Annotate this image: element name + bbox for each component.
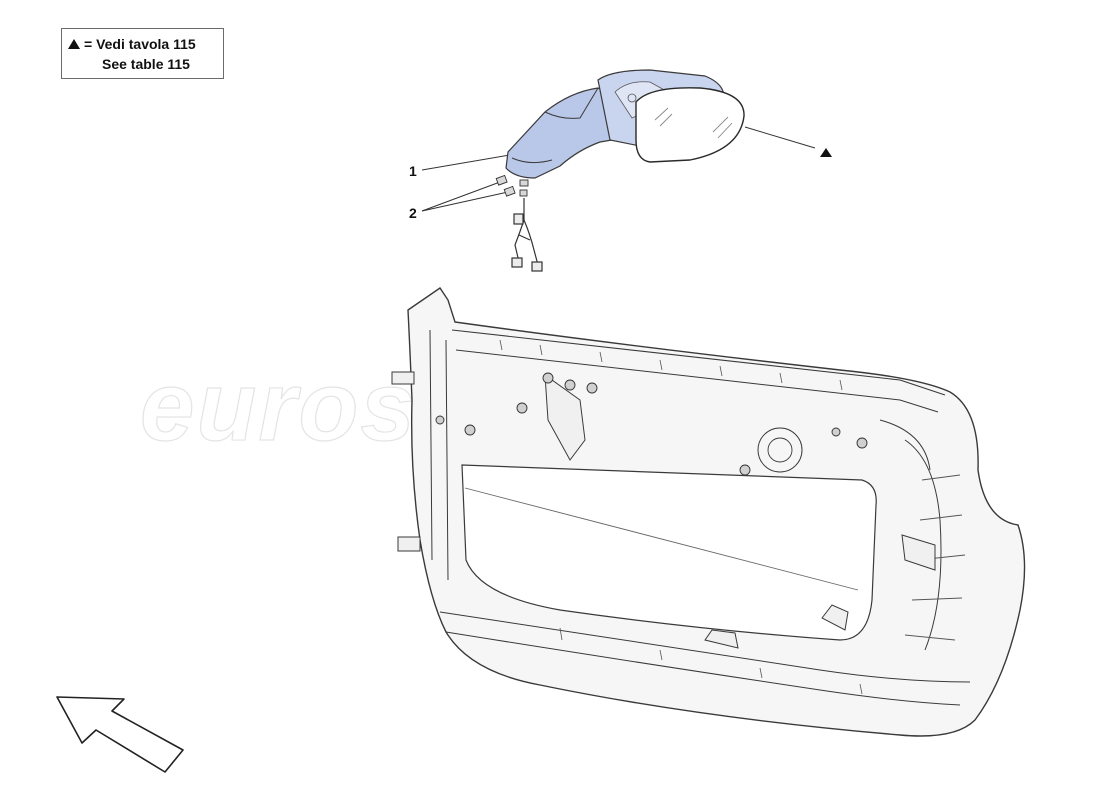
leader-line-2b	[421, 191, 509, 212]
door-top-rail	[451, 329, 946, 396]
triangle-marker-icon	[68, 39, 80, 49]
legend-text-english: See table 115	[102, 56, 190, 72]
door-top-rail-lower	[455, 349, 939, 413]
mirror-base-edge-lower	[511, 157, 553, 164]
door-inner-opening	[461, 464, 877, 641]
leader-lines	[421, 126, 816, 212]
mirror-glass	[635, 87, 745, 163]
hinge-bracket-lower	[397, 536, 421, 552]
door-rear-frame	[904, 439, 942, 651]
clips-part-2	[495, 174, 529, 197]
legend-equals: =	[84, 36, 93, 52]
leader-line-ref	[744, 126, 816, 149]
lower-bracket	[704, 629, 739, 649]
hinge-bracket-upper	[391, 371, 415, 385]
door-hinge-pillar	[429, 329, 449, 581]
clip-icon	[495, 174, 508, 186]
reference-triangle-icon	[820, 148, 832, 157]
bolt-icon	[739, 464, 751, 476]
mirror-base-edge	[544, 87, 599, 119]
housing-screw-icon	[627, 93, 637, 103]
rear-reinforcement-slats	[904, 474, 966, 641]
door-bolts	[435, 372, 868, 476]
door-lower-sill-inner	[439, 611, 971, 683]
bolt-icon	[516, 402, 528, 414]
wiring-harness	[511, 198, 543, 272]
bolt-icon	[831, 427, 841, 437]
legend-line-italian: = Vedi tavola 115	[68, 36, 196, 52]
bolt-icon	[435, 415, 445, 425]
mirror-assembly	[505, 69, 745, 179]
speaker-mount	[757, 427, 803, 473]
window-regulator-bracket	[544, 373, 586, 461]
connector-icon	[513, 213, 524, 225]
clip-icon	[503, 185, 516, 197]
bolt-icon	[586, 382, 598, 394]
door-frame	[391, 287, 1026, 737]
clip-icon	[519, 189, 528, 197]
lower-bracket	[821, 604, 849, 631]
callout-2-label: 2	[409, 205, 417, 221]
clip-icon	[519, 179, 529, 187]
bolt-icon	[542, 372, 554, 384]
connector-icon	[531, 261, 543, 272]
legend-box: = Vedi tavola 115 See table 115	[61, 28, 224, 79]
rail-clips	[499, 339, 863, 695]
leader-line-1	[421, 154, 511, 171]
bolt-icon	[464, 424, 476, 436]
glass-reflection-lines	[654, 107, 733, 139]
connector-icon	[511, 257, 523, 268]
bolt-icon	[856, 437, 868, 449]
door-rear-frame-upper	[879, 419, 931, 471]
door-lower-sill	[445, 631, 961, 706]
legend-text-italian: Vedi tavola 115	[96, 36, 196, 52]
latch-bracket	[901, 534, 936, 571]
speaker-mount-inner	[767, 437, 793, 463]
leader-line-2a	[421, 181, 501, 212]
bolt-icon	[564, 379, 576, 391]
view-direction-arrow-icon	[56, 696, 184, 773]
door-diagonal-line	[464, 487, 859, 591]
callout-1-label: 1	[409, 163, 417, 179]
mirror-base-part-1	[505, 87, 613, 179]
